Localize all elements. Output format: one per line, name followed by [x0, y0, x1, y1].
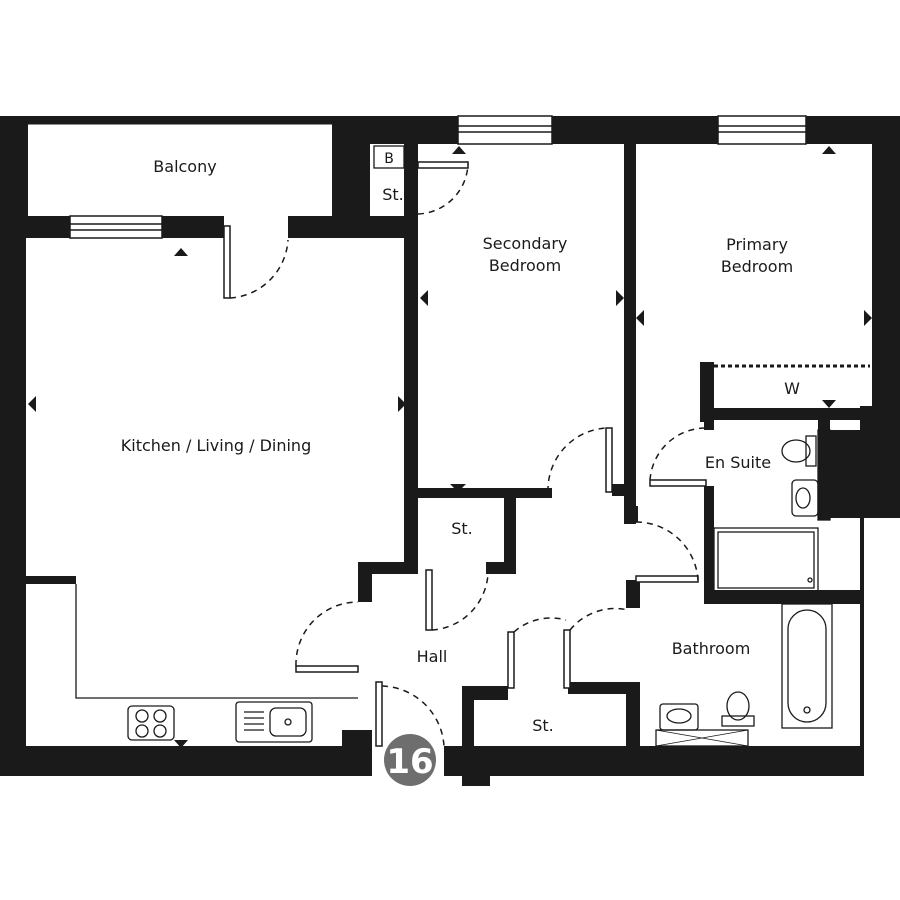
bathroom-toilet-icon	[721, 691, 755, 727]
store-door-top	[417, 161, 469, 215]
wardrobe-label: W	[784, 379, 800, 398]
kitchen-door	[295, 601, 359, 673]
windows	[28, 115, 807, 239]
kitchen-sink-icon	[235, 701, 313, 743]
shower-tray-icon	[713, 527, 819, 593]
hall-store-door	[425, 569, 489, 631]
secondary-bedroom-label-line2: Bedroom	[489, 256, 561, 275]
kitchen-living-dining-label: Kitchen / Living / Dining	[121, 436, 311, 455]
secondary-bedroom-window	[457, 115, 553, 145]
unit-number-badge: 16	[384, 734, 436, 786]
balcony-label: Balcony	[153, 157, 216, 176]
entrance-door	[375, 681, 445, 747]
en-suite-label: En Suite	[705, 453, 771, 472]
bathroom-vanity-strip	[655, 729, 749, 747]
primary-bedroom-label-line2: Bedroom	[721, 257, 793, 276]
hob-icon	[127, 705, 175, 741]
bath-icon	[781, 603, 833, 729]
en-suite-toilet-icon	[781, 435, 817, 467]
primary-bedroom-door	[635, 521, 699, 583]
bathroom-basin-icon	[659, 703, 699, 731]
hall-label: Hall	[417, 647, 448, 666]
balcony-door	[223, 225, 289, 299]
fixtures	[75, 145, 833, 747]
internal-walls	[26, 144, 864, 752]
balcony-window	[69, 215, 163, 239]
en-suite-door	[649, 427, 707, 487]
exterior-walls	[0, 116, 900, 786]
kitchen-counter	[75, 584, 358, 699]
store-boiler-label: St.	[382, 185, 404, 204]
secondary-bedroom-door	[547, 427, 613, 493]
boiler-tag: B	[384, 151, 394, 167]
bathroom-label: Bathroom	[672, 639, 751, 658]
en-suite-panel	[817, 429, 831, 521]
bathroom-door	[563, 607, 629, 689]
dimension-markers	[28, 146, 872, 748]
hall-store-label: St.	[451, 519, 473, 538]
secondary-bedroom-label-line1: Secondary	[483, 234, 568, 253]
primary-bedroom-label-line1: Primary	[726, 235, 788, 254]
lower-store-label: St.	[532, 716, 554, 735]
unit-badge-circle	[384, 734, 436, 786]
en-suite-basin-icon	[791, 479, 819, 517]
store-door-lower	[507, 617, 567, 689]
unit-number: 16	[386, 742, 433, 782]
doors	[223, 161, 870, 747]
boiler-box	[373, 145, 405, 169]
primary-bedroom-window	[717, 115, 807, 145]
